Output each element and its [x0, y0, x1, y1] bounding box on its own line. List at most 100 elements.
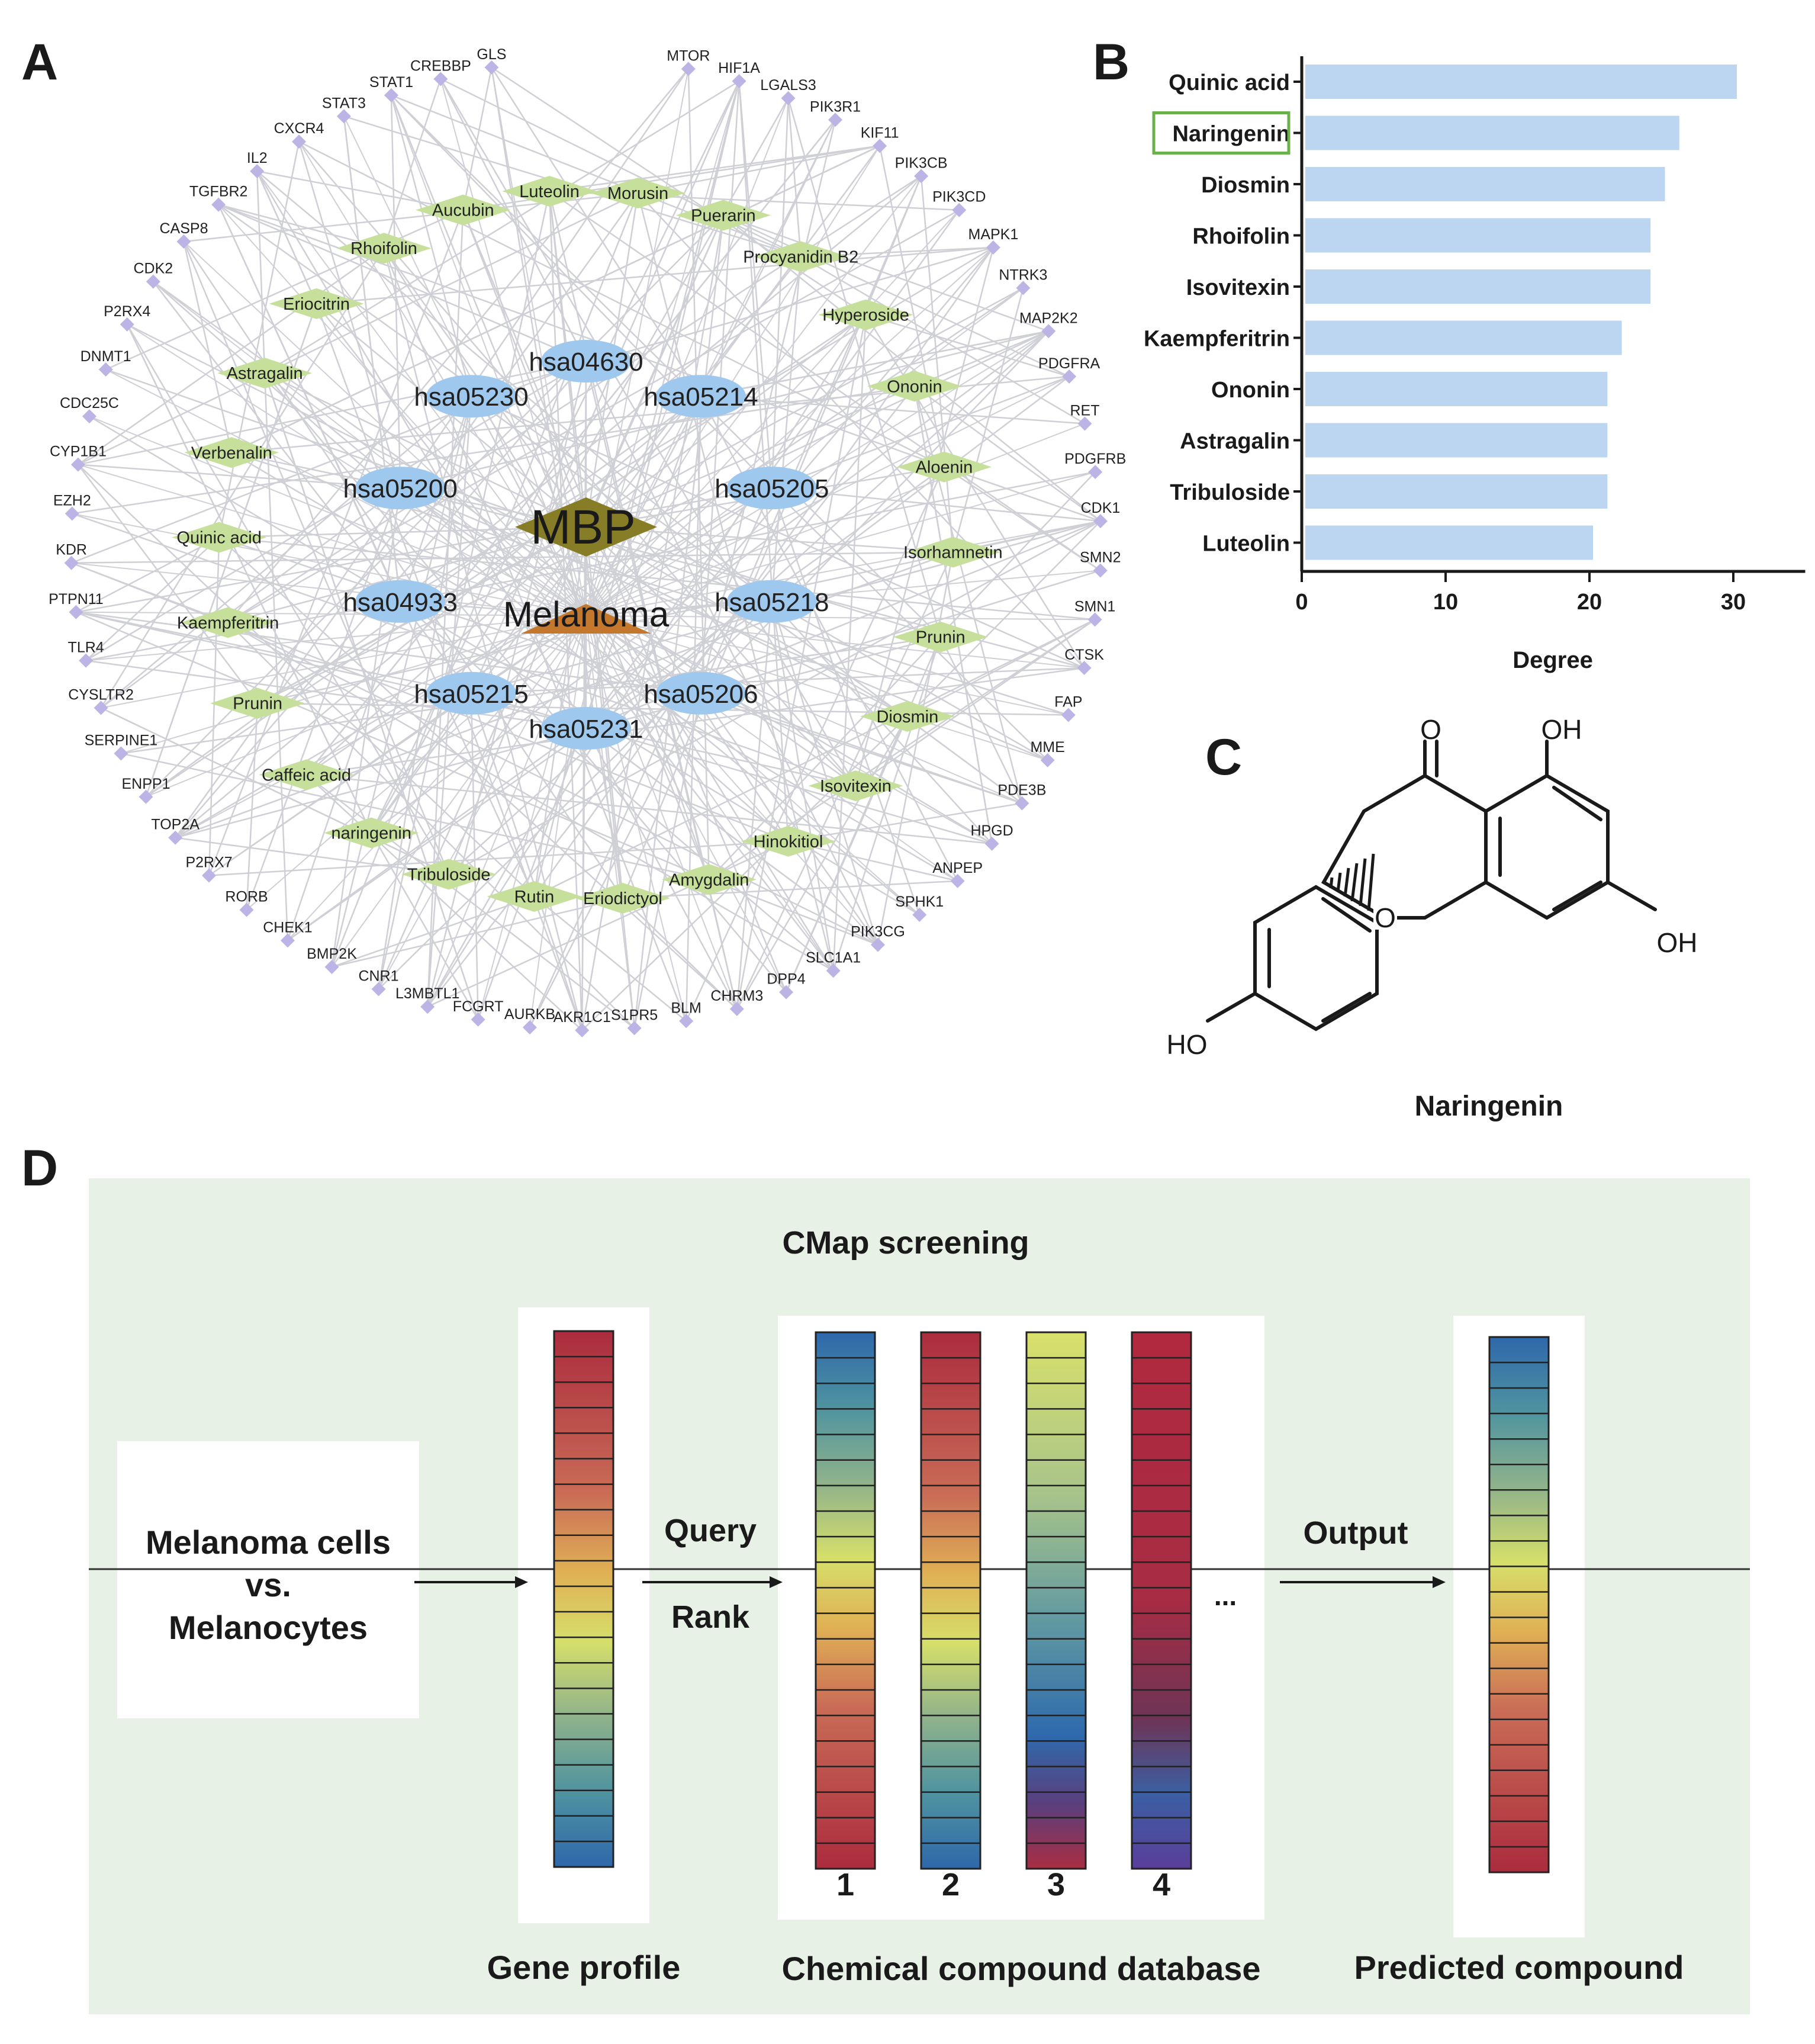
- target-marker: [826, 963, 841, 978]
- target-marker: [120, 317, 134, 332]
- compound-label: Isovitexin: [820, 777, 892, 796]
- target-label: PDGFRB: [1064, 451, 1126, 467]
- edge: [175, 192, 639, 838]
- edge: [78, 192, 639, 465]
- edge: [581, 615, 587, 1030]
- edge: [89, 416, 401, 602]
- edge: [126, 324, 372, 834]
- target-marker: [79, 653, 94, 668]
- db-strip-3: [1025, 1331, 1087, 1870]
- edge: [427, 314, 867, 1007]
- compound-marker: [575, 883, 670, 914]
- pathway-hsa05214: hsa05214: [643, 375, 758, 418]
- edge: [585, 615, 834, 971]
- target-marker: [873, 139, 887, 153]
- edge: [331, 615, 587, 968]
- edge: [700, 692, 1022, 804]
- target-il2: IL2: [247, 150, 268, 179]
- target-marker: [202, 868, 217, 883]
- edge: [85, 660, 587, 729]
- edge: [78, 464, 587, 616]
- edge: [771, 98, 789, 488]
- edge: [287, 600, 773, 941]
- edge: [939, 637, 1023, 804]
- target-casp8: CASP8: [159, 220, 208, 249]
- target-label: MME: [1030, 739, 1064, 756]
- compound-marker: [184, 437, 279, 468]
- target-label: SPHK1: [895, 894, 944, 910]
- compound-marker: [210, 687, 305, 719]
- edge: [585, 615, 1048, 761]
- bar-luteolin: [1305, 525, 1593, 560]
- edge: [256, 170, 464, 211]
- target-marker: [336, 109, 351, 124]
- edge: [440, 78, 857, 786]
- edge: [72, 513, 587, 616]
- target-pdgfrb: PDGFRB: [1064, 451, 1126, 480]
- compound-kaempferitrin: Kaempferitrin: [177, 607, 279, 638]
- edge: [400, 487, 587, 617]
- target-lgals3: LGALS3: [760, 77, 816, 105]
- compound-label: Morusin: [607, 184, 668, 203]
- target-label: AKR1C1: [553, 1009, 611, 1026]
- target-label: L3MBTL1: [395, 985, 459, 1002]
- db-strip-2: [920, 1331, 981, 1870]
- target-marker: [1087, 612, 1102, 627]
- target-label: BMP2K: [307, 946, 357, 962]
- edge: [316, 303, 834, 972]
- edge: [175, 615, 587, 838]
- mbp-label: MBP: [530, 500, 636, 554]
- target-label: EZH2: [53, 492, 91, 509]
- pathway-marker: [426, 375, 517, 418]
- edge: [585, 314, 867, 528]
- edge: [723, 214, 1070, 378]
- edge: [105, 369, 587, 616]
- db-number-3: 3: [1047, 1867, 1066, 1902]
- compound-ononin: Ononin: [867, 371, 962, 402]
- target-marker: [420, 999, 435, 1014]
- edge: [218, 204, 384, 249]
- target-label: SMN1: [1074, 598, 1115, 615]
- bar-kaempferitrin: [1305, 320, 1622, 355]
- cmap-title: CMap screening: [782, 1225, 1029, 1261]
- center-nodes: MBP Melanoma: [503, 497, 670, 634]
- compound-naringenin: naringenin: [324, 817, 419, 849]
- panel-d-letter: D: [21, 1140, 59, 1197]
- edge: [305, 287, 1024, 776]
- edge: [585, 615, 878, 946]
- edge: [153, 281, 587, 616]
- pathway-marker: [541, 340, 631, 383]
- edge: [771, 375, 1070, 602]
- edge: [246, 703, 259, 910]
- edge: [771, 375, 1070, 489]
- compound-label: Prunin: [916, 628, 966, 647]
- x-tick-label: 10: [1433, 590, 1458, 615]
- panel-a-letter: A: [21, 34, 59, 91]
- compound-prunin: Prunin: [210, 687, 305, 719]
- target-l3mbtl1: L3MBTL1: [395, 985, 459, 1014]
- target-fap: FAP: [1054, 693, 1082, 722]
- compound-marker: [416, 194, 511, 226]
- edge: [427, 840, 789, 1008]
- melanoma-label: Melanoma: [503, 594, 670, 634]
- edge: [529, 693, 702, 1028]
- compound-morusin: Morusin: [590, 178, 686, 209]
- compound-label: Diosmin: [876, 708, 938, 727]
- target-marker: [64, 555, 79, 570]
- edge: [218, 204, 401, 602]
- target-label: NTRK3: [999, 266, 1047, 283]
- compound-luteolin: Luteolin: [502, 175, 597, 207]
- target-marker: [176, 234, 191, 249]
- edge: [218, 204, 587, 616]
- compound-label: Ononin: [887, 377, 942, 396]
- target-marker: [779, 985, 794, 999]
- target-label: DNMT1: [81, 348, 131, 365]
- target-marker: [986, 240, 1000, 255]
- edge: [75, 536, 220, 613]
- edge: [76, 611, 701, 695]
- y-tick-label: Luteolin: [1202, 532, 1290, 557]
- target-label: HIF1A: [718, 60, 760, 76]
- y-tick-label: Tribuloside: [1170, 480, 1290, 505]
- edge: [298, 141, 587, 616]
- target-smn2: SMN2: [1080, 549, 1121, 578]
